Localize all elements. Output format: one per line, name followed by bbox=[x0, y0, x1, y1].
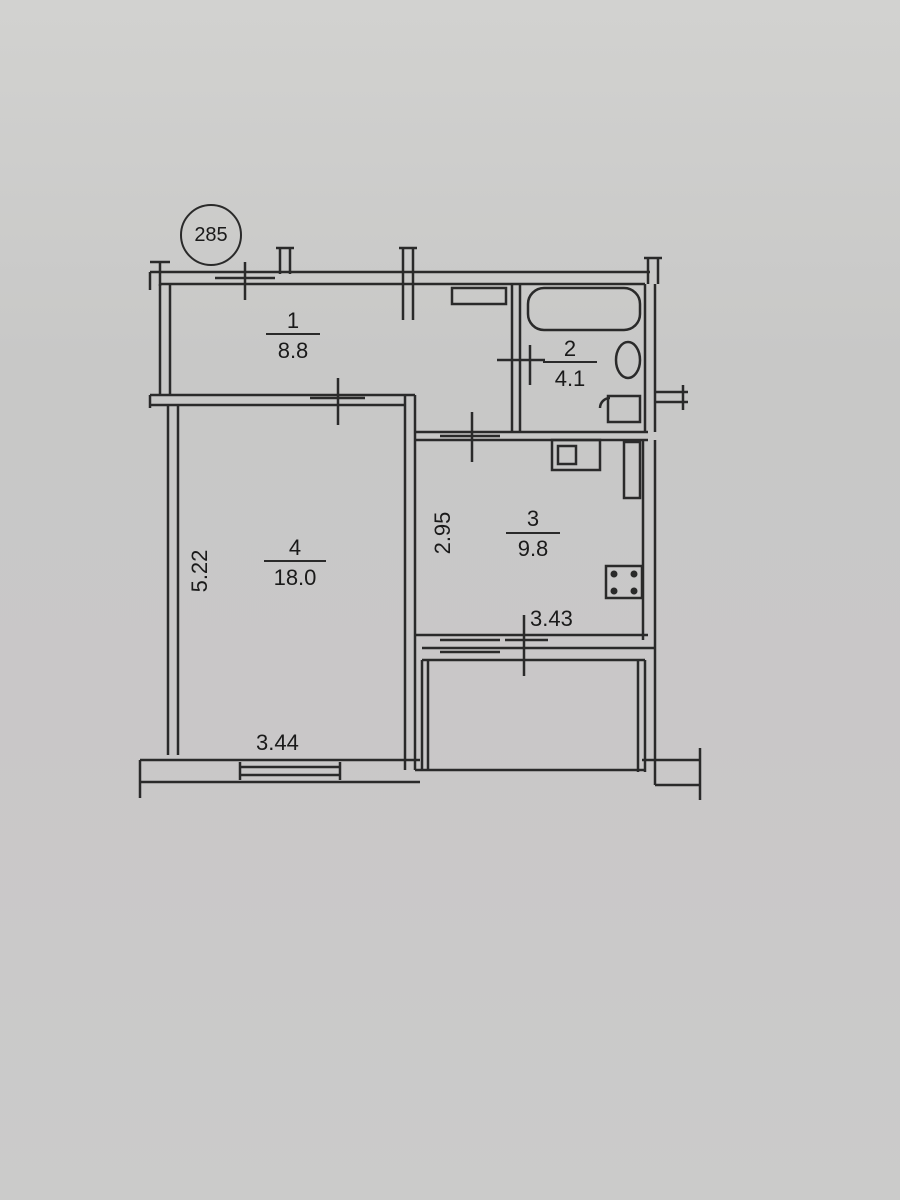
outer-wall-bottom bbox=[138, 758, 420, 798]
room-4-number: 4 bbox=[288, 535, 302, 560]
stove-burner bbox=[630, 570, 638, 578]
room-4-height-dimension: 5.22 bbox=[187, 549, 212, 593]
door-mark bbox=[505, 615, 548, 676]
stove-burners bbox=[610, 570, 638, 595]
room4-wall-right bbox=[403, 395, 417, 770]
stove-burner bbox=[610, 587, 618, 595]
wall-stub bbox=[148, 260, 170, 290]
kitchen-wall-bottom bbox=[415, 633, 655, 662]
plan-number-circle bbox=[180, 204, 242, 266]
entry-door-mark bbox=[215, 262, 275, 300]
balcony-wall-bottom bbox=[415, 748, 702, 800]
room-3-width-dimension: 3.43 bbox=[530, 606, 573, 631]
room-4-width-dimension: 3.44 bbox=[256, 730, 299, 755]
stove-burner bbox=[630, 587, 638, 595]
wall-stub bbox=[399, 246, 417, 320]
balcony-wall-right bbox=[636, 660, 647, 772]
bathroom-wall-left bbox=[510, 284, 522, 432]
door-mark bbox=[497, 345, 545, 385]
stove-burner bbox=[610, 570, 618, 578]
window-bottom bbox=[238, 762, 342, 780]
room-3-height-dimension: 2.95 bbox=[430, 511, 455, 555]
wall-stub bbox=[655, 385, 688, 410]
room-2-number: 2 bbox=[563, 336, 577, 361]
wall-room1-room4 bbox=[150, 393, 415, 407]
wall-stub bbox=[276, 246, 294, 274]
room-1-area: 8.8 bbox=[277, 338, 309, 363]
kitchen-window bbox=[440, 638, 500, 654]
wall-stub bbox=[644, 256, 662, 284]
room4-wall-left bbox=[166, 405, 180, 755]
toilet bbox=[598, 394, 642, 424]
bathtub bbox=[526, 286, 642, 332]
room-2-area: 4.1 bbox=[554, 366, 586, 391]
kitchen-wall-right bbox=[641, 440, 657, 785]
room-3-area: 9.8 bbox=[517, 536, 549, 561]
bathroom-wall-right bbox=[643, 284, 657, 432]
kitchen-sink bbox=[550, 438, 602, 472]
bathroom-wall-bottom bbox=[415, 430, 648, 442]
outer-wall-left bbox=[158, 284, 172, 395]
kitchen-sink-basin bbox=[556, 444, 578, 466]
kitchen-counter bbox=[622, 440, 642, 500]
door-mark bbox=[440, 412, 500, 462]
door-mark bbox=[310, 378, 365, 425]
kitchen-stove bbox=[604, 564, 644, 600]
room-1-number: 1 bbox=[286, 308, 300, 333]
plan-number: 285 bbox=[194, 224, 228, 246]
room-3-number: 3 bbox=[526, 506, 540, 531]
room-4-area: 18.0 bbox=[273, 565, 317, 590]
corridor-shelf bbox=[450, 286, 508, 306]
balcony-wall-left bbox=[420, 660, 430, 770]
bathroom-sink bbox=[614, 340, 642, 380]
